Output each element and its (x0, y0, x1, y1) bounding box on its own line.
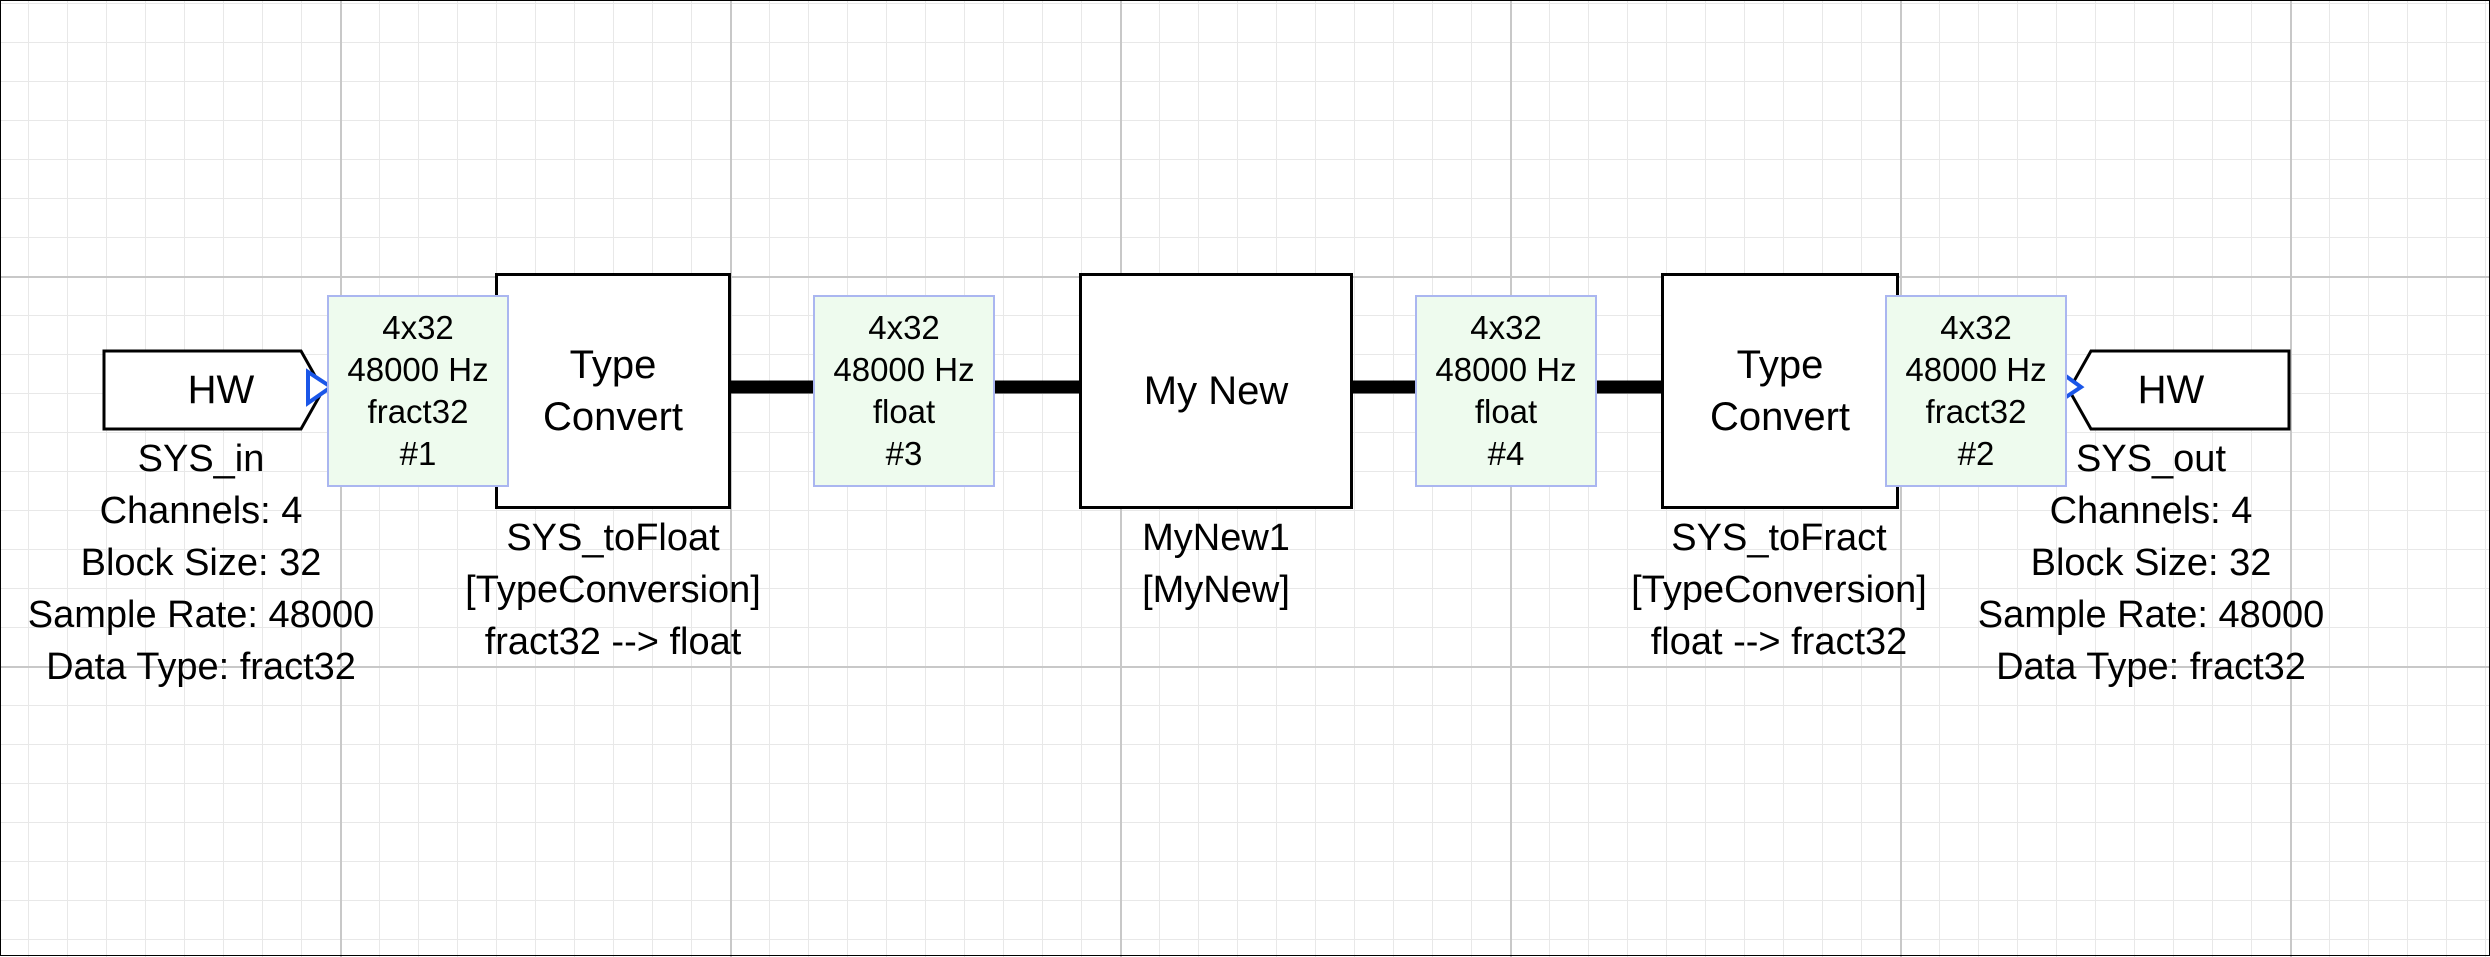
module-class: [TypeConversion] (465, 569, 761, 611)
module-name: MyNew1 (1142, 517, 1290, 559)
sys-in-port-shape[interactable] (102, 349, 325, 431)
wire-dims: 4x32 (1470, 309, 1542, 346)
block-size-text: Block Size: 32 (80, 542, 322, 584)
module-name: SYS_out (2076, 438, 2226, 480)
block-title-line: Convert (542, 395, 684, 439)
wire-info-box[interactable]: 4x32 48000 Hz float #4 (1415, 295, 1597, 487)
sys-in-caption: SYS_in Channels: 4 Block Size: 32 Sample… (1, 433, 401, 693)
wire-rate: 48000 Hz (833, 351, 975, 388)
module-name: SYS_in (137, 438, 265, 480)
wire-rate: 48000 Hz (1435, 351, 1577, 388)
wire-dims: 4x32 (382, 309, 454, 346)
module-name: SYS_toFloat (506, 517, 720, 559)
wire-info-box[interactable]: 4x32 48000 Hz float #3 (813, 295, 995, 487)
sample-rate-text: Sample Rate: 48000 (1977, 594, 2325, 636)
my-new-block[interactable]: My New (1079, 273, 1353, 509)
type-convert-to-float-block[interactable]: Type Convert (495, 273, 731, 509)
wire-id: #1 (399, 435, 437, 472)
conversion-text: fract32 --> float (484, 621, 742, 663)
wire-type: fract32 (367, 393, 469, 430)
sample-rate-text: Sample Rate: 48000 (27, 594, 375, 636)
block-title: My New (1143, 369, 1289, 413)
wire-type: float (1474, 393, 1538, 430)
module-name: SYS_toFract (1671, 517, 1887, 559)
wire-id: #3 (885, 435, 923, 472)
channels-text: Channels: 4 (2049, 490, 2253, 532)
module-class: [TypeConversion] (1631, 569, 1927, 611)
conversion-text: float --> fract32 (1650, 621, 1908, 663)
wire-id: #4 (1487, 435, 1525, 472)
module-class: [MyNew] (1142, 569, 1290, 611)
wire-info-box[interactable]: 4x32 48000 Hz fract32 #2 (1885, 295, 2067, 487)
wire-info-box[interactable]: 4x32 48000 Hz fract32 #1 (327, 295, 509, 487)
wire-type: float (872, 393, 936, 430)
type-convert-to-fract-block[interactable]: Type Convert (1661, 273, 1899, 509)
my-new-caption: MyNew1 [MyNew] (1016, 512, 1416, 616)
to-fract-caption: SYS_toFract [TypeConversion] float --> f… (1579, 512, 1979, 668)
block-size-text: Block Size: 32 (2030, 542, 2272, 584)
sys-in-port-label: HW (187, 368, 255, 412)
wire-rate: 48000 Hz (347, 351, 489, 388)
block-title-line: Convert (1709, 395, 1851, 439)
wire-dims: 4x32 (1940, 309, 2012, 346)
data-type-text: Data Type: fract32 (1996, 646, 2306, 688)
sys-in-output-pin-icon[interactable] (306, 368, 335, 407)
sys-out-port-label: HW (2137, 368, 2205, 412)
wire-id: #2 (1957, 435, 1995, 472)
wire-type: fract32 (1925, 393, 2027, 430)
channels-text: Channels: 4 (99, 490, 303, 532)
to-float-caption: SYS_toFloat [TypeConversion] fract32 -->… (413, 512, 813, 668)
wire-rate: 48000 Hz (1905, 351, 2047, 388)
block-title-line: Type (569, 343, 657, 387)
data-type-text: Data Type: fract32 (46, 646, 356, 688)
block-title-line: Type (1736, 343, 1824, 387)
wire-dims: 4x32 (868, 309, 940, 346)
sys-out-caption: SYS_out Channels: 4 Block Size: 32 Sampl… (1951, 433, 2351, 693)
